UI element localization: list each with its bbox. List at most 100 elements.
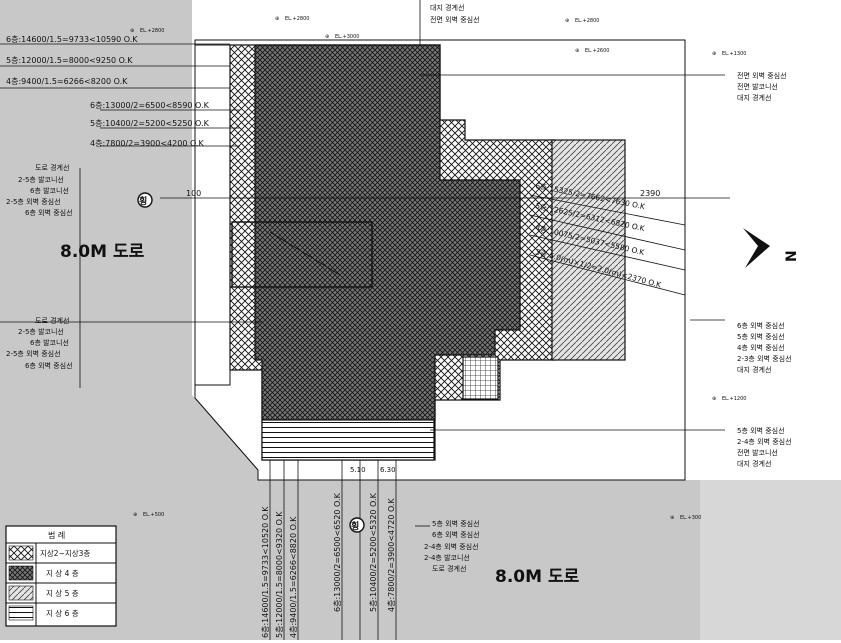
bottom-legend: 5층 외벽 중심선 6층 외벽 중심선 2-4층 외벽 중심선 2-4층 발코니… (424, 519, 480, 573)
legend-line: 2-4층 외벽 중심선 (424, 542, 479, 551)
svg-text:⊕: ⊕ (325, 34, 329, 40)
svg-text:EL.+500: EL.+500 (143, 512, 164, 518)
site-boundary (194, 39, 686, 481)
calc-text: 6층:14600/1.5=9733<10520 O.K (261, 506, 270, 638)
legend-line: 2-5층 발코니선 (18, 327, 64, 336)
svg-text:EL.+2800: EL.+2800 (140, 28, 164, 34)
legend-line: 5층 외벽 중심선 (432, 519, 480, 528)
legend-line: 2-5층 외벽 중심선 (6, 349, 61, 358)
guide-lines (0, 0, 730, 640)
swatch-4 (8, 565, 34, 581)
legend-line: 대지 경계선 (737, 93, 771, 102)
legend-line: 2-4층 발코니선 (424, 553, 470, 562)
calc-text: 5층:10400/2=5200<5320 O.K (369, 492, 378, 612)
east-margin (700, 480, 841, 640)
calc-text: 4층:7800/2=3900<4720 O.K (387, 498, 396, 612)
svg-text:EL.+1300: EL.+1300 (722, 51, 746, 57)
calc-text: 5층:12000/1.5=8000<9250 O.K (6, 56, 133, 65)
west-road-label: 8.0M 도로 (60, 242, 145, 262)
legend-line: 2-5층 외벽 중심선 (6, 197, 61, 206)
floor-6 (462, 356, 499, 400)
left-upper-legend: 도로 경계선 2-5층 발코니선 6층 발코니선 2-5층 외벽 중심선 6층 … (6, 163, 73, 217)
svg-text:EL.+1200: EL.+1200 (722, 396, 746, 402)
legend-title: 범 례 (48, 530, 65, 540)
svg-text:EL.+2800: EL.+2800 (285, 16, 309, 22)
svg-text:⊕: ⊕ (670, 515, 674, 521)
svg-text:EL.+300: EL.+300 (680, 515, 701, 521)
legend-line: 대지 경계선 (737, 459, 771, 468)
svg-text:⊕: ⊕ (130, 28, 134, 34)
elevation-mark: ⊕EL.+2600 (575, 48, 609, 54)
south-road-label: 8.0M 도로 (495, 567, 580, 587)
right-mid-legend: 6층 외벽 중심선 5층 외벽 중심선 4층 외벽 중심선 2-3층 외벽 중심… (737, 321, 792, 374)
legend-line: 6층 외벽 중심선 (25, 208, 73, 217)
calc-text: 4층:9400/1.5=6266<8200 O.K (6, 77, 128, 86)
dim-510: 5.10 (350, 466, 366, 474)
legend-line: 2-4층 외벽 중심선 (737, 437, 792, 446)
north-arrow: N (743, 228, 800, 268)
legend-line: 6층 외벽 중심선 (25, 361, 73, 370)
calc-text: 6층:13000/2=6500<6520 O.K (333, 492, 342, 612)
south-section-marker: 횡 (349, 517, 365, 533)
west-road (0, 0, 258, 640)
svg-text:⊕: ⊕ (565, 18, 569, 24)
dim-630: 6.30 (380, 466, 396, 474)
leader-label: 대지 경계선 (430, 3, 464, 12)
south-road (258, 480, 700, 640)
dimension-labels: 100 2390 5.10 6.30 (186, 189, 660, 474)
elevation-marks: ⊕EL.+2800 ⊕EL.+2800 ⊕EL.+3000 ⊕EL.+2800 … (130, 16, 746, 521)
calc-text: 6층:14600/1.5=9733<10590 O.K (6, 35, 138, 44)
svg-text:⊕: ⊕ (712, 396, 716, 402)
elevation-mark: ⊕ EL.+500 (133, 512, 164, 518)
svg-text:⊕: ⊕ (275, 16, 279, 22)
legend-table: 범 례 지상2~지상3층 지 상 4 층 지 상 5 층 지 상 6 층 (5, 525, 117, 627)
right-low-legend: 5층 외벽 중심선 2-4층 외벽 중심선 전면 발코니선 대지 경계선 (737, 426, 792, 468)
left-calculations: 6층:14600/1.5=9733<10590 O.K 5층:12000/1.5… (6, 35, 210, 148)
legend-row-label: 지 상 5 층 (46, 588, 79, 598)
legend-line: 6층 발코니선 (30, 186, 69, 195)
building-footprint (229, 44, 626, 461)
svg-text:EL.+3000: EL.+3000 (335, 34, 359, 40)
calc-text: 5층:10400/2=5200<5250 O.K (90, 119, 210, 128)
north-label: N (784, 250, 800, 262)
legend-line: 도로 경계선 (432, 564, 466, 573)
svg-text:⊕: ⊕ (712, 51, 716, 57)
west-section-marker: 횡 (137, 192, 153, 208)
elevation-mark: ⊕ EL.+2800 (565, 18, 599, 24)
floor-5 (551, 139, 626, 361)
legend-line: 6층 발코니선 (30, 338, 69, 347)
legend-line: 전면 발코니선 (737, 82, 778, 91)
legend-line: 전면 발코니선 (737, 448, 778, 457)
dim-2390: 2390 (640, 189, 660, 198)
svg-text:횡: 횡 (351, 520, 359, 532)
top-leaders: 대지 경계선 전면 외벽 중심선 (430, 3, 480, 24)
inner-box (231, 221, 373, 288)
calc-text: 4층:9400/1.5=6266<8820 O.K (289, 516, 298, 638)
swatch-2-3 (8, 545, 34, 561)
legend-line: 도로 경계선 (35, 163, 69, 172)
legend-line: 5층 외벽 중심선 (737, 332, 785, 341)
elevation-mark: ⊕ EL.+1200 (712, 396, 746, 402)
calc-text: 5층:12000/1.5=8000<9320 O.K (275, 511, 284, 638)
legend-line: 5층 외벽 중심선 (737, 426, 785, 435)
legend-row-label: 지 상 6 층 (46, 608, 79, 618)
svg-text:⊕: ⊕ (575, 48, 579, 54)
leader-label: 전면 외벽 중심선 (430, 15, 480, 24)
bottom-calculations: 6층:14600/1.5=9733<10520 O.K 5층:12000/1.5… (261, 492, 396, 638)
svg-text:EL.+2800: EL.+2800 (575, 18, 599, 24)
swatch-5 (8, 585, 34, 601)
legend-line: 6층 외벽 중심선 (432, 530, 480, 539)
right-top-legend: 전면 외벽 중심선 전면 발코니선 대지 경계선 (737, 71, 787, 102)
svg-text:⊕: ⊕ (133, 512, 137, 518)
elevation-mark: ⊕ EL.+3000 (325, 34, 359, 40)
swatch-6 (8, 605, 34, 621)
legend-line: 도로 경계선 (35, 316, 69, 325)
legend-line: 4층 외벽 중심선 (737, 343, 785, 352)
legend-line: 전면 외벽 중심선 (737, 71, 787, 80)
legend-line: 2-5층 발코니선 (18, 175, 64, 184)
dim-100: 100 (186, 189, 201, 198)
left-lower-legend: 도로 경계선 2-5층 발코니선 6층 발코니선 2-5층 외벽 중심선 6층 … (6, 316, 73, 370)
legend-line: 대지 경계선 (737, 365, 771, 374)
